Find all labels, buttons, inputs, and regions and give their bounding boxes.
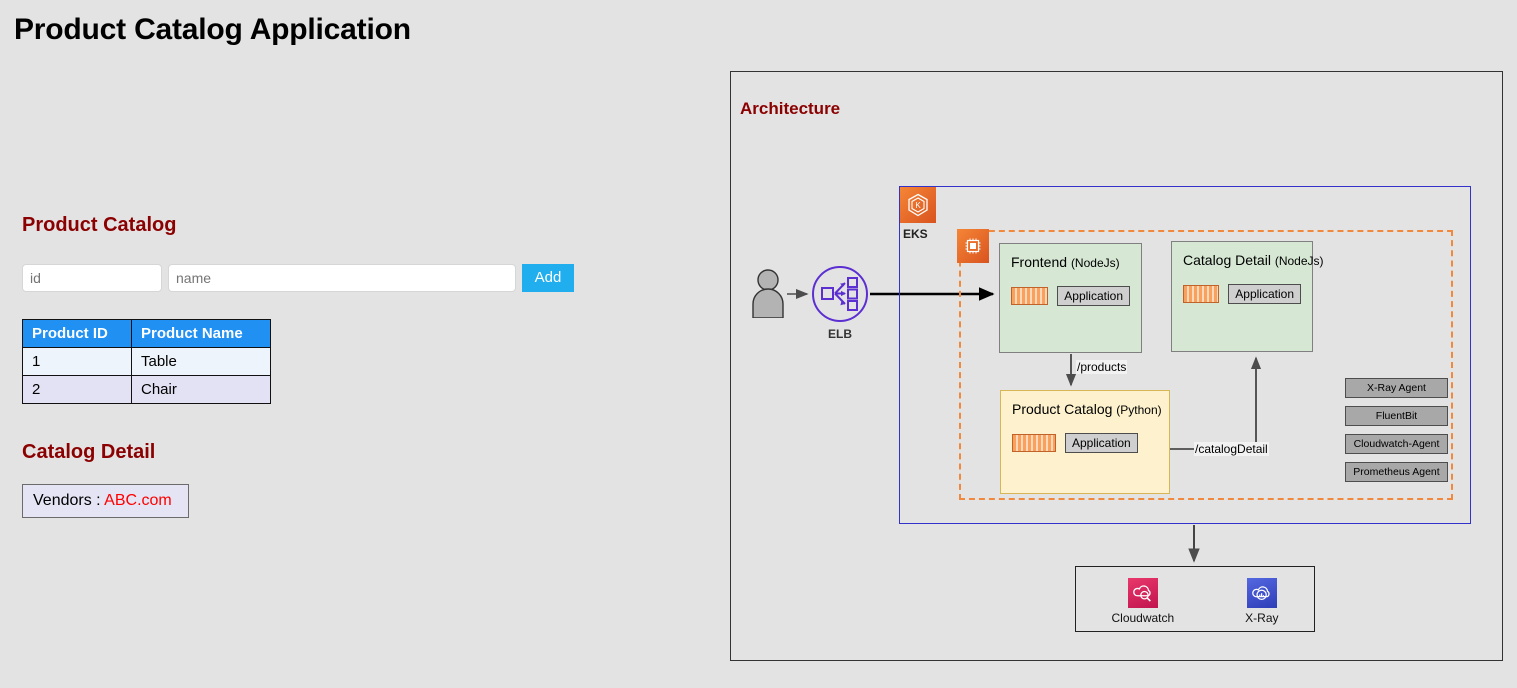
eks-cluster-boundary: [899, 186, 1471, 524]
column-header-product-id: Product ID: [22, 319, 132, 348]
agent-chip-cloudwatch: Cloudwatch-Agent: [1345, 434, 1448, 454]
xray-icon: [1246, 577, 1277, 608]
agent-chip-prometheus: Prometheus Agent: [1345, 462, 1448, 482]
service-runtime-row: Application: [1183, 284, 1301, 304]
service-title-product-catalog: Product Catalog (Python): [1012, 401, 1162, 417]
service-name: Product Catalog: [1012, 401, 1113, 417]
edge-label-catalog-detail: /catalogDetail: [1194, 442, 1269, 456]
service-box-product-catalog: Product Catalog (Python) Application: [1000, 390, 1170, 494]
product-catalog-heading: Product Catalog: [22, 214, 177, 236]
product-table: Product ID Product Name 1 Table 2 Chair: [22, 319, 271, 404]
cloudwatch-icon: [1127, 577, 1158, 608]
architecture-heading: Architecture: [740, 99, 841, 118]
ec2-node-icon: [957, 229, 989, 263]
application-chip: Application: [1057, 286, 1130, 306]
service-language: (Python): [1116, 403, 1162, 417]
table-header-row: Product ID Product Name: [22, 319, 271, 348]
product-id-input[interactable]: [22, 264, 162, 292]
edge-label-products: /products: [1076, 360, 1128, 374]
eks-cluster-label: EKS: [903, 227, 928, 241]
service-name: Frontend: [1011, 254, 1068, 270]
service-title-catalog-detail: Catalog Detail (NodeJs): [1183, 252, 1324, 268]
monitoring-item-cloudwatch: Cloudwatch: [1111, 577, 1175, 625]
table-row: 1 Table: [22, 347, 271, 376]
application-chip: Application: [1065, 433, 1138, 453]
vendor-link[interactable]: ABC.com: [104, 492, 172, 509]
monitoring-box: Cloudwatch X-Ray: [1075, 566, 1315, 632]
monitoring-label: Cloudwatch: [1111, 610, 1175, 625]
user-icon: [751, 268, 785, 319]
cell-product-id: 2: [22, 375, 132, 404]
agent-chip-xray: X-Ray Agent: [1345, 378, 1448, 398]
column-header-product-name: Product Name: [131, 319, 271, 348]
agent-list: X-Ray Agent FluentBit Cloudwatch-Agent P…: [1345, 378, 1448, 482]
node-group-boundary: [959, 230, 1453, 500]
product-name-input[interactable]: [168, 264, 516, 292]
vendor-detail-box: Vendors : ABC.com: [22, 484, 189, 518]
eks-icon: K: [900, 187, 936, 223]
service-runtime-row: Application: [1011, 286, 1130, 306]
vendor-label: Vendors :: [33, 492, 105, 509]
container-icon: [1011, 287, 1049, 305]
container-icon: [1183, 285, 1220, 303]
agent-chip-fluentbit: FluentBit: [1345, 406, 1448, 426]
service-runtime-row: Application: [1012, 433, 1158, 453]
elb-label: ELB: [828, 327, 852, 341]
cell-product-name: Table: [131, 347, 271, 376]
table-row: 2 Chair: [22, 375, 271, 404]
service-name: Catalog Detail: [1183, 252, 1271, 268]
service-language: (NodeJs): [1274, 254, 1324, 268]
add-product-form: Add: [22, 264, 574, 292]
monitoring-item-xray: X-Ray: [1245, 577, 1279, 625]
catalog-detail-heading: Catalog Detail: [22, 441, 156, 463]
monitoring-label: X-Ray: [1245, 610, 1279, 625]
service-box-frontend: Frontend (NodeJs) Application: [999, 243, 1142, 353]
page-title: Product Catalog Application: [14, 13, 411, 46]
cell-product-name: Chair: [131, 375, 271, 404]
service-title-frontend: Frontend (NodeJs): [1011, 254, 1130, 270]
architecture-panel: Architecture K EKS: [730, 71, 1503, 661]
elastic-load-balancer-icon: [812, 266, 868, 322]
service-box-catalog-detail: Catalog Detail (NodeJs) Application: [1171, 241, 1324, 352]
cell-product-id: 1: [22, 347, 132, 376]
application-chip: Application: [1228, 284, 1301, 304]
add-product-button[interactable]: Add: [522, 264, 574, 292]
service-language: (NodeJs): [1070, 256, 1120, 270]
container-icon: [1012, 434, 1056, 452]
svg-text:K: K: [915, 201, 921, 210]
